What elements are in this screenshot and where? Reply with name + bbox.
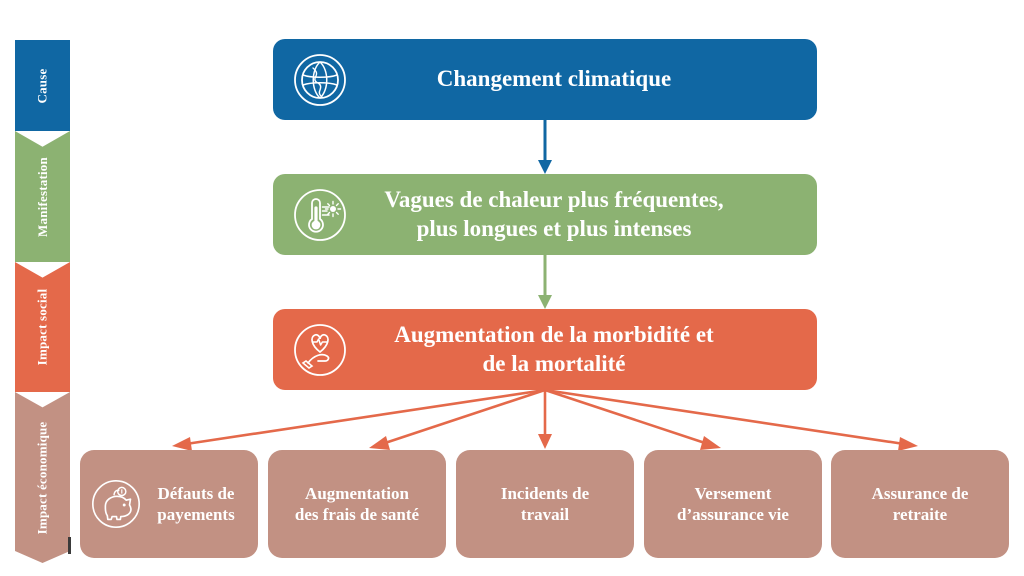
node-label-versement-assurance-vie: Versement d’assurance vie xyxy=(677,483,789,524)
node-label-frais-de-sante: Augmentation des frais de santé xyxy=(294,483,420,524)
bottom-left-tick-mark xyxy=(68,537,71,554)
node-changement-climatique[interactable]: Changement climatique xyxy=(273,39,817,120)
connector-to-assurance-vie xyxy=(544,388,721,450)
stage-segment-impact-social: Impact social xyxy=(15,262,70,392)
node-label-incidents-de-travail: Incidents de travail xyxy=(500,483,590,524)
connector-manifestation-to-impact-social xyxy=(538,255,552,309)
node-frais-de-sante[interactable]: Augmentation des frais de santé xyxy=(268,450,446,558)
node-label-augmentation-morbidite: Augmentation de la morbidité et de la mo… xyxy=(394,322,714,376)
stage-label-manifestation: Manifestation xyxy=(34,156,50,237)
node-augmentation-morbidite[interactable]: Augmentation de la morbidité et de la mo… xyxy=(273,309,817,390)
thermometer-sun-icon xyxy=(291,186,349,244)
stage-segment-cause: Cause xyxy=(15,40,70,131)
node-assurance-de-retraite[interactable]: Assurance de retraite xyxy=(831,450,1009,558)
node-defauts-de-payements[interactable]: Défauts de payements xyxy=(80,450,258,558)
connector-to-assurance-retraite xyxy=(544,388,918,451)
node-incidents-de-travail[interactable]: Incidents de travail xyxy=(456,450,634,558)
stage-label-cause: Cause xyxy=(34,68,50,103)
heart-in-hand-icon xyxy=(291,321,349,379)
connector-fan-impact-social-to-leaves xyxy=(172,388,918,451)
stage-segment-manifestation: Manifestation xyxy=(15,131,70,262)
globe-icon xyxy=(291,51,349,109)
node-vagues-de-chaleur[interactable]: Vagues de chaleur plus fréquentes, plus … xyxy=(273,174,817,255)
connector-to-incidents-travail xyxy=(538,390,552,449)
node-versement-assurance-vie[interactable]: Versement d’assurance vie xyxy=(644,450,822,558)
stage-label-impact-social: Impact social xyxy=(34,288,50,366)
node-label-vagues-de-chaleur: Vagues de chaleur plus fréquentes, plus … xyxy=(384,187,724,241)
stage-label-impact-economique: Impact économique xyxy=(34,421,50,534)
piggy-bank-icon xyxy=(88,476,144,532)
connector-to-defauts-paiements xyxy=(172,388,546,451)
node-label-changement-climatique: Changement climatique xyxy=(436,66,672,92)
connector-to-frais-sante xyxy=(369,388,546,450)
stage-rail: Cause Manifestation Impact social Impact… xyxy=(15,40,70,563)
node-label-defauts-de-payements: Défauts de payements xyxy=(157,483,235,524)
stage-segment-impact-economique: Impact économique xyxy=(15,392,70,563)
connector-cause-to-manifestation xyxy=(538,120,552,174)
node-label-assurance-de-retraite: Assurance de retraite xyxy=(871,483,969,524)
